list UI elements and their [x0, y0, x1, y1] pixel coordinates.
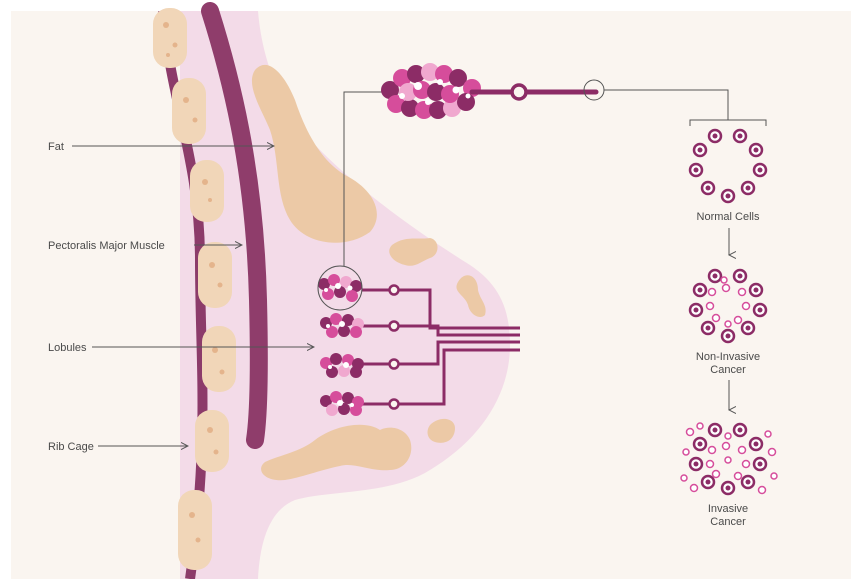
non-invasive-label-line1: Non-Invasive	[696, 351, 760, 363]
lobules-label: Lobules	[48, 342, 87, 354]
non-invasive-cancer-icon	[690, 270, 766, 342]
muscle-label: Pectoralis Major Muscle	[48, 240, 165, 252]
enlarged-lobule	[381, 63, 481, 119]
normal-cells-icon	[690, 130, 766, 202]
rib-cage-label: Rib Cage	[48, 441, 94, 453]
invasive-label-line1: Invasive	[708, 503, 748, 515]
non-invasive-label-line2: Cancer	[710, 364, 746, 376]
fat-label: Fat	[48, 141, 64, 153]
invasive-label-line2: Cancer	[710, 516, 746, 528]
enlarged-duct-node	[512, 85, 526, 99]
stage-leader-line	[604, 90, 728, 120]
stage-bracket	[690, 120, 766, 126]
normal-cells-label: Normal Cells	[697, 211, 760, 223]
invasive-cancer-icon	[681, 423, 777, 494]
